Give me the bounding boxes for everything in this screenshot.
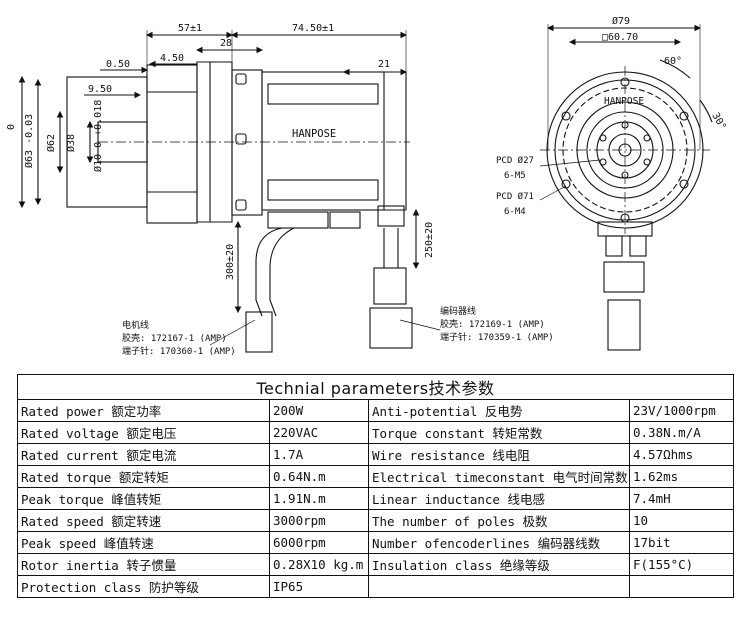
dim-300: 300±20 bbox=[225, 244, 236, 280]
param-value: 23V/1000rpm bbox=[628, 399, 735, 422]
dim-450: 4.50 bbox=[160, 53, 184, 64]
motor-cable-note: 电机线 胶壳: 172167-1 (AMP) 端子针: 170360-1 (AM… bbox=[122, 319, 236, 357]
pcd-71: PCD Ø71 bbox=[496, 191, 534, 202]
dim-950: 9.50 bbox=[88, 84, 112, 95]
motor-body bbox=[261, 71, 385, 211]
m5: 6-M5 bbox=[504, 171, 526, 181]
param-value: 17bit bbox=[628, 531, 735, 554]
param-value: 220VAC bbox=[269, 421, 369, 444]
shaft-flange bbox=[146, 64, 198, 224]
param-value: 10 bbox=[628, 509, 735, 532]
param-value: 6000rpm bbox=[269, 531, 369, 554]
param-value: 1.91N.m bbox=[269, 487, 369, 510]
param-name: Torque constant 转矩常数 bbox=[368, 421, 630, 444]
encoder-cable-note-line: 端子针: 170359-1 (AMP) bbox=[440, 331, 554, 343]
dim-79: Ø79 bbox=[612, 15, 630, 27]
dim-21: 21 bbox=[378, 59, 390, 70]
dim-10: Ø10 0 +0.018 bbox=[92, 100, 104, 172]
param-name: Rated voltage 额定电压 bbox=[17, 421, 270, 444]
dim-38: Ø38 bbox=[65, 134, 77, 152]
param-name: Protection class 防护等级 bbox=[17, 575, 270, 598]
param-name: Peak speed 峰值转速 bbox=[17, 531, 270, 554]
param-value: F(155°C) bbox=[628, 553, 735, 576]
dim-57: 57±1 bbox=[178, 23, 202, 34]
param-name: Rotor inertia 转子惯量 bbox=[17, 553, 270, 576]
side-view bbox=[18, 30, 441, 353]
dim-62: Ø62 bbox=[45, 134, 57, 152]
motor-cable-note-line: 端子针: 170360-1 (AMP) bbox=[122, 345, 236, 357]
dim-63: Ø63 -0.03 bbox=[23, 114, 35, 168]
technical-parameters-table: Technial parameters技术参数 Rated power 额定功率… bbox=[16, 374, 735, 598]
param-value: 1.62ms bbox=[628, 465, 735, 488]
param-name: Anti-potential 反电势 bbox=[368, 399, 630, 422]
param-name: Rated current 额定电流 bbox=[17, 443, 270, 466]
gear-housing bbox=[196, 61, 233, 223]
motor-cable-note-line: 胶壳: 172167-1 (AMP) bbox=[122, 332, 227, 344]
param-name bbox=[368, 575, 630, 598]
param-name: Peak torque 峰值转矩 bbox=[17, 487, 270, 510]
param-name: Linear inductance 线电感 bbox=[368, 487, 630, 510]
angle-60: 60° bbox=[664, 56, 682, 67]
param-name: Number ofencoderlines 编码器线数 bbox=[368, 531, 630, 554]
m4: 6-M4 bbox=[504, 207, 526, 217]
dim-0: 0 bbox=[6, 124, 17, 130]
param-name: The number of poles 极数 bbox=[368, 509, 630, 532]
brand-side: HANPOSE bbox=[292, 128, 336, 140]
param-name: Wire resistance 线电阻 bbox=[368, 443, 630, 466]
dim-28: 28 bbox=[220, 38, 232, 49]
param-value: 3000rpm bbox=[269, 509, 369, 532]
motor-cable bbox=[255, 227, 283, 317]
param-name: Rated power 额定功率 bbox=[17, 399, 270, 422]
encoder-cable bbox=[383, 228, 399, 268]
param-name: Electrical timeconstant 电气时间常数 bbox=[368, 465, 630, 488]
param-value: 1.7A bbox=[269, 443, 369, 466]
brand-front: HANPOSE bbox=[604, 96, 644, 107]
param-name: Insulation class 绝缘等级 bbox=[368, 553, 630, 576]
encoder-cable-note-line: 编码器线 bbox=[440, 305, 476, 317]
param-name: Rated torque 额定转矩 bbox=[17, 465, 270, 488]
param-name: Rated speed 额定转速 bbox=[17, 509, 270, 532]
dim-050: 0.50 bbox=[106, 59, 130, 70]
param-value: 0.38N.m/A bbox=[628, 421, 735, 444]
param-value: 200W bbox=[269, 399, 369, 422]
dim-6070: □60.70 bbox=[602, 32, 638, 43]
param-value: 0.64N.m bbox=[269, 465, 369, 488]
param-value: 7.4mH bbox=[628, 487, 735, 510]
encoder-cable-note-line: 胶壳: 172169-1 (AMP) bbox=[440, 318, 545, 330]
param-value bbox=[628, 575, 735, 598]
dim-74: 74.50±1 bbox=[292, 23, 334, 34]
param-value: IP65 bbox=[269, 575, 369, 598]
param-value: 0.28X10 kg.m bbox=[269, 553, 369, 576]
dim-250: 250±20 bbox=[424, 222, 435, 258]
pcd-27: PCD Ø27 bbox=[496, 155, 534, 166]
param-value: 4.57Ωhms bbox=[628, 443, 735, 466]
table-title: Technial parameters技术参数 bbox=[16, 374, 735, 400]
side-view-labels: 57±1 74.50±1 28 21 0.50 4.50 9.50 HANPOS… bbox=[6, 23, 435, 280]
motor-cable-note-line: 电机线 bbox=[122, 319, 149, 331]
encoder-cable-note: 编码器线 胶壳: 172169-1 (AMP) 端子针: 170359-1 (A… bbox=[440, 305, 554, 343]
front-view bbox=[539, 24, 713, 351]
motor-technical-drawing: 57±1 74.50±1 28 21 0.50 4.50 9.50 HANPOS… bbox=[6, 15, 728, 357]
front-view-labels: Ø79 □60.70 60° 30° HANPOSE PCD Ø27 6-M5 … bbox=[496, 15, 728, 217]
